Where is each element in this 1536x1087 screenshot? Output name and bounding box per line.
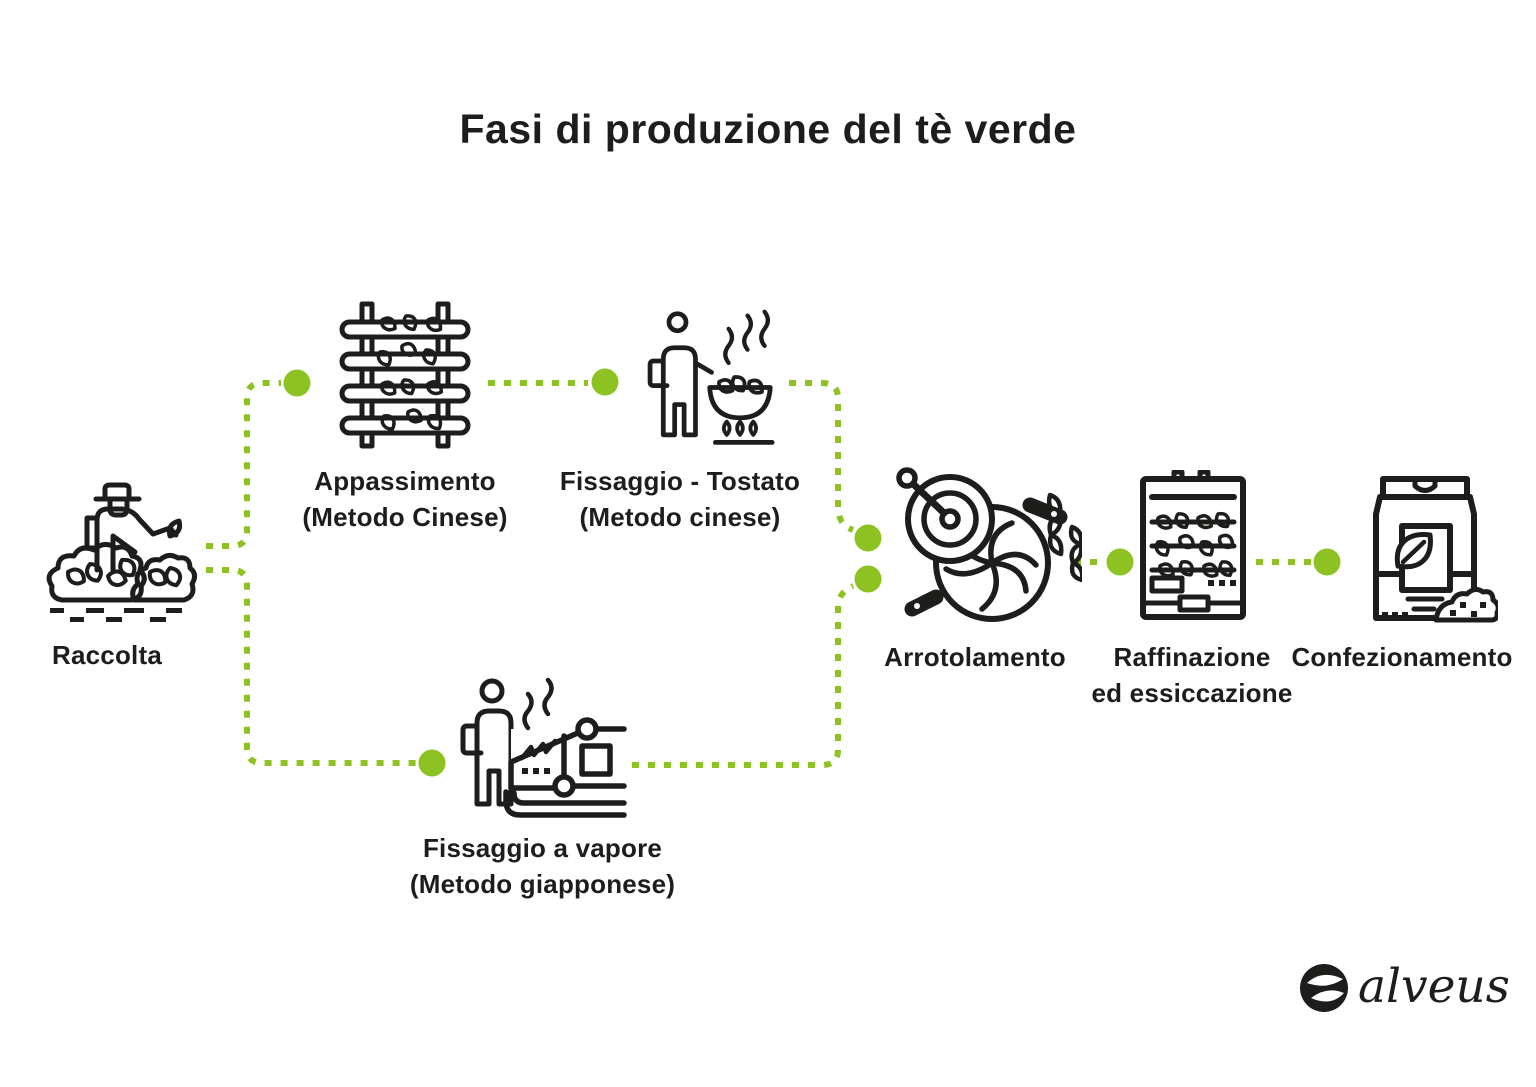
tea-picker-icon: [46, 472, 198, 624]
connector-dot-tostato: [591, 368, 619, 396]
connector-dot-vapore: [418, 749, 446, 777]
label-confezionamento: Confezionamento: [1291, 642, 1513, 672]
connector-dot-arrotolamento-bottom: [854, 565, 882, 593]
connector-dot-appassimento: [283, 369, 311, 397]
tea-package-icon: [1350, 474, 1498, 624]
connector-vapore-arrotolamento: [632, 583, 855, 768]
brand-logo-text: alveus: [1358, 958, 1510, 1014]
rolling-machine-icon: [890, 465, 1082, 630]
connector-raccolta-vapore: [206, 567, 416, 766]
connector-raccolta-appassimento: [206, 380, 281, 549]
alveus-leaf-circle-icon: [1300, 964, 1348, 1012]
brand-logo: alveus: [1298, 962, 1510, 1014]
drying-rack-icon: [330, 300, 480, 450]
drying-cabinet-icon: [1136, 470, 1250, 624]
label-appassimento: Appassimento (Metodo Cinese): [302, 466, 508, 532]
connector-dot-raffinazione: [1106, 548, 1134, 576]
label-fissaggio-vapore: Fissaggio a vapore (Metodo giapponese): [409, 833, 676, 899]
label-arrotolamento: Arrotolamento: [884, 642, 1066, 672]
label-raccolta: Raccolta: [52, 640, 162, 670]
label-fissaggio-tostato: Fissaggio - Tostato (Metodo cinese): [559, 466, 801, 532]
steam-fixing-machine-icon: [452, 670, 632, 822]
connector-dot-arrotolamento-top: [854, 524, 882, 552]
page-title: Fasi di produzione del tè verde: [459, 106, 1077, 152]
connector-dot-confezionamento: [1313, 548, 1341, 576]
label-raffinazione: Raffinazione ed essiccazione: [1091, 642, 1293, 708]
wok-roasting-icon: [628, 308, 780, 450]
